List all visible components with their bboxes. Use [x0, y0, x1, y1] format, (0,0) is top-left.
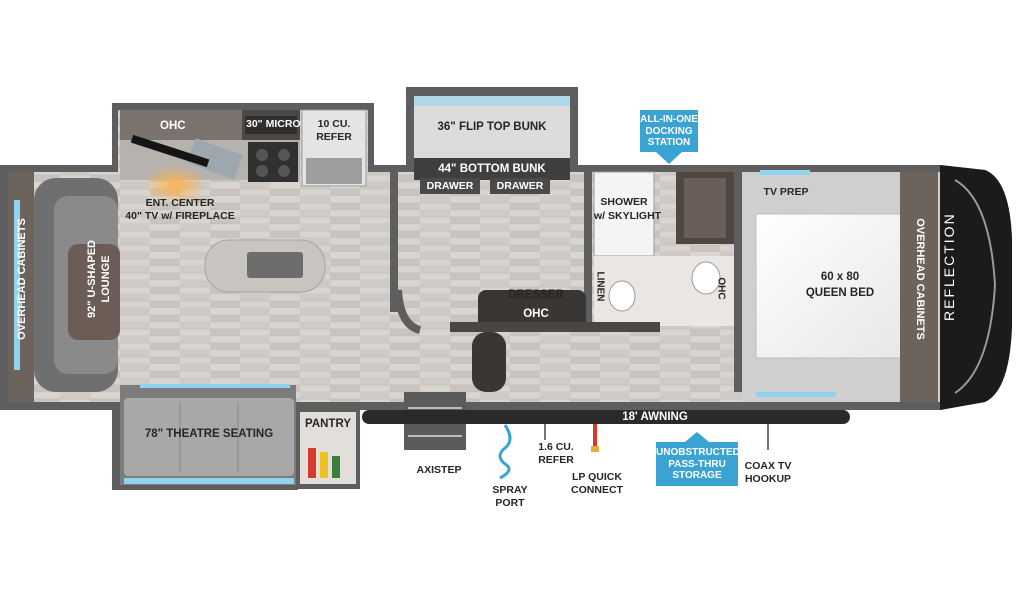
docking-callout-label: ALL-IN-ONE DOCKING STATION: [640, 114, 698, 148]
axistep-label: AXISTEP: [416, 464, 462, 476]
drawer-right-label: DRAWER: [496, 180, 544, 192]
spray-port-hose: [498, 424, 512, 480]
microwave-label: 30" MICRO: [246, 118, 301, 130]
drawer-left-label: DRAWER: [426, 180, 474, 192]
ohc-kitchen-label: OHC: [160, 120, 186, 132]
bottom-bunk: [414, 158, 570, 180]
spray-port-label-1: SPRAY: [492, 484, 528, 496]
lp-connect-label-2: CONNECT: [571, 484, 623, 496]
lounge-label-2: LOUNGE: [100, 255, 112, 303]
storage-callout: [656, 442, 738, 486]
shower: [593, 171, 655, 257]
bed-label-1: 60 x 80: [820, 271, 860, 283]
dresser: [478, 290, 586, 330]
right-overhead: [900, 172, 938, 402]
spray-port-label-2: PORT: [495, 497, 525, 509]
shower-label-1: SHOWER: [600, 196, 648, 208]
ent-center-label-2: 40" TV w/ FIREPLACE: [125, 210, 235, 222]
docking-callout: [640, 110, 698, 152]
lounge-table: [68, 244, 120, 340]
awning: [362, 410, 850, 424]
small-refer-label-2: REFER: [538, 454, 574, 466]
island-sink: [247, 252, 303, 278]
ent-center-label-1: ENT. CENTER: [145, 197, 215, 209]
bottom-bunk-label: 44" BOTTOM BUNK: [438, 163, 546, 175]
sink-counter: [187, 138, 243, 180]
overhead-left-label: OVERHEAD CABINETS: [16, 218, 28, 340]
bed-label-2: QUEEN BED: [805, 287, 875, 299]
linen-label: LINEN: [594, 271, 606, 302]
coax-label-2: HOOKUP: [744, 473, 792, 485]
theatre-label: 78" THEATRE SEATING: [144, 428, 274, 440]
small-refer-label-1: 1.6 CU.: [538, 441, 574, 453]
refrigerator-label-2: REFER: [316, 131, 352, 143]
lp-connect: [593, 424, 597, 446]
ohc-mid-label: OHC: [523, 308, 549, 320]
front-cap: [940, 165, 1012, 410]
shower-label-2: w/ SKYLIGHT: [594, 210, 662, 222]
lp-connect-label-1: LP QUICK: [572, 471, 622, 483]
tv: [130, 134, 210, 168]
storage-callout-label: UNOBSTRUCTED PASS-THRU STORAGE: [656, 447, 740, 481]
tv-prep-label: TV PREP: [763, 186, 809, 198]
theatre-seating: [124, 398, 294, 476]
lounge-label-1: 92" U-SHAPED: [86, 240, 98, 318]
bath-sink: [691, 261, 721, 295]
awning-label: 18' AWNING: [622, 411, 688, 423]
flip-top-bunk: [414, 96, 570, 158]
fireplace-glow: [143, 165, 207, 205]
microwave: [245, 116, 297, 134]
overhead-right-label: OVERHEAD CABINETS: [914, 218, 926, 340]
pantry-label: PANTRY: [305, 418, 351, 430]
entry-door: [472, 332, 506, 392]
queen-bed: [755, 213, 917, 359]
kitchen-ohc: [120, 110, 242, 140]
left-overhead: [8, 172, 34, 402]
refrigerator-label-1: 10 CU.: [317, 118, 351, 130]
toilet: [608, 280, 636, 312]
coax-label-1: COAX TV: [744, 460, 792, 472]
flip-top-bunk-label: 36" FLIP TOP BUNK: [437, 121, 547, 133]
brand-logo: REFLECTION: [941, 212, 957, 321]
dresser-label: DRESSER: [508, 289, 564, 301]
ohc-bath-label: OHC: [715, 277, 727, 300]
stove: [248, 142, 298, 182]
